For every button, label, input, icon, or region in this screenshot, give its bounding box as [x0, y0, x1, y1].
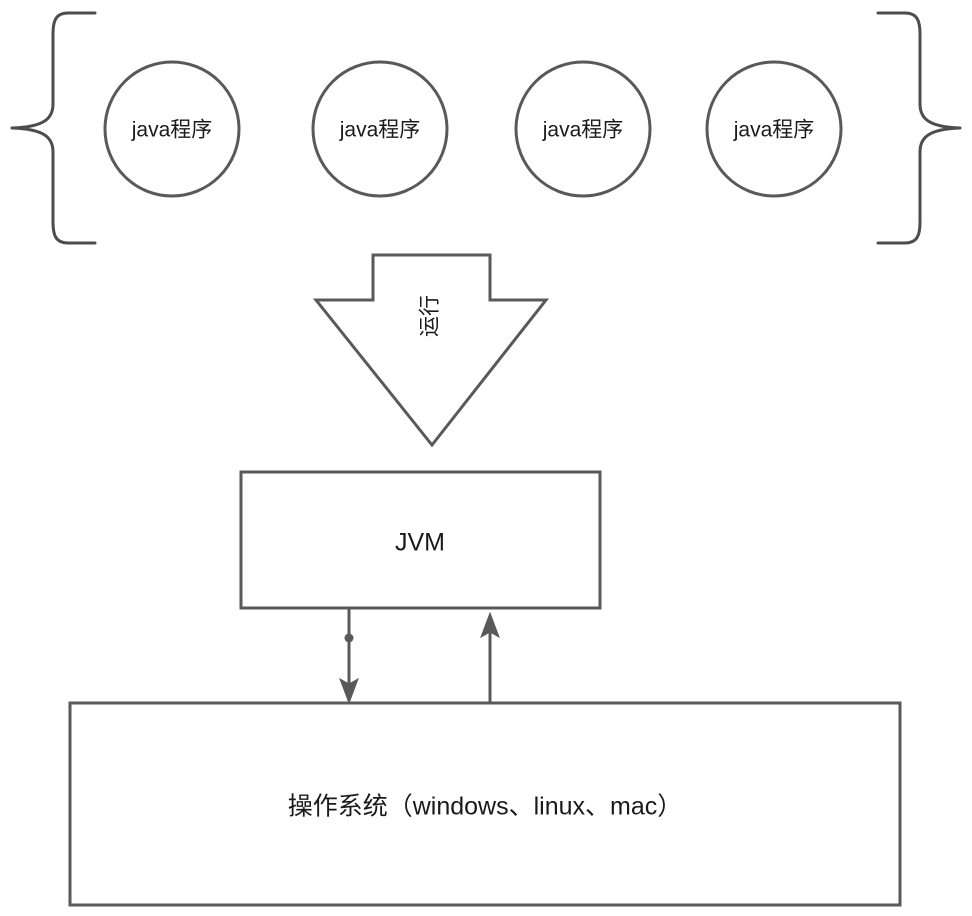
java-program-label-1: java程序 — [131, 119, 213, 142]
right-curly-brace — [876, 11, 962, 245]
os-label: 操作系统（windows、linux、mac） — [288, 793, 683, 821]
jvm-to-os-connector — [339, 609, 359, 705]
java-program-circle-3[interactable]: java程序 — [514, 60, 652, 198]
java-program-label-3: java程序 — [542, 119, 624, 142]
os-to-jvm-connector — [480, 611, 500, 702]
java-program-label-4: java程序 — [733, 119, 815, 142]
run-arrow-label: 运行 — [419, 295, 442, 337]
java-program-circle-1[interactable]: java程序 — [103, 60, 241, 198]
java-program-label-2: java程序 — [339, 119, 421, 142]
run-arrow[interactable]: 运行 — [312, 253, 550, 448]
os-box[interactable]: 操作系统（windows、linux、mac） — [68, 701, 902, 907]
java-program-circle-2[interactable]: java程序 — [311, 60, 449, 198]
java-program-circle-4[interactable]: java程序 — [705, 60, 843, 198]
jvm-label: JVM — [395, 529, 445, 557]
jvm-box[interactable]: JVM — [239, 470, 602, 610]
left-curly-brace — [10, 11, 97, 245]
